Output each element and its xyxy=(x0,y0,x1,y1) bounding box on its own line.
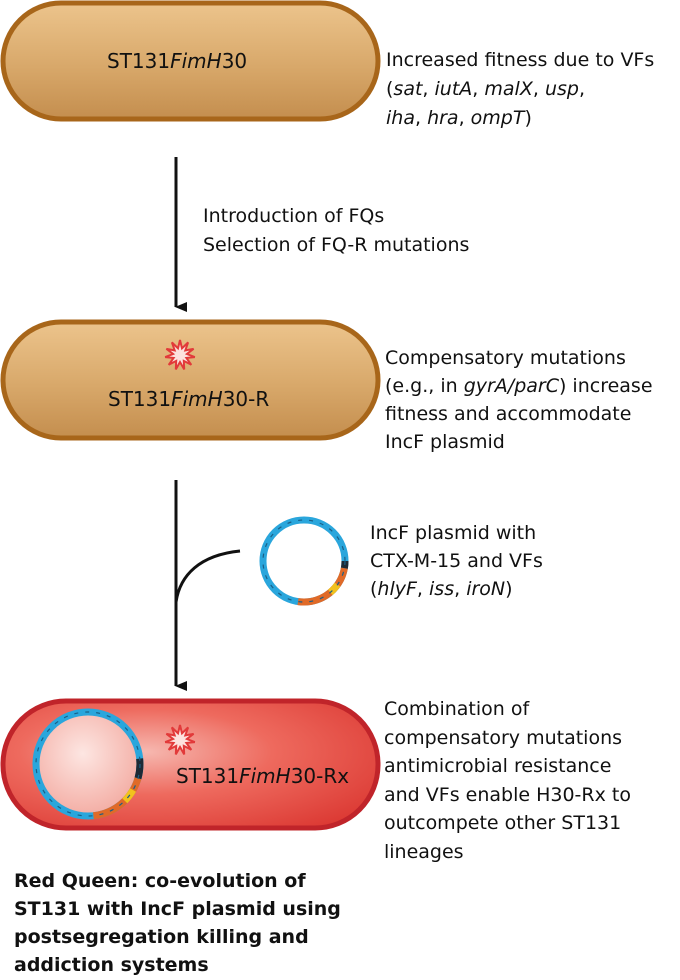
note-introduction-fqs: Introduction of FQs Selection of FQ-R mu… xyxy=(203,205,470,256)
cell-label-st131-fimh30-r: ST131FimH30-R xyxy=(108,387,270,411)
cell-st131-fimh30-r xyxy=(0,319,381,441)
burst-star-icon xyxy=(164,724,196,755)
note-incf-plasmid: IncF plasmid with CTX-M-15 and VFs (hlyF… xyxy=(370,522,543,600)
note-combination: Combination of compensatory mutations an… xyxy=(384,698,631,863)
note-compensatory-mutations: Compensatory mutations (e.g., in gyrA/pa… xyxy=(385,347,653,453)
cell-st131-fimh30 xyxy=(0,0,381,122)
note-increased-fitness: Increased fitness due to VFs (sat, iutA,… xyxy=(386,49,655,129)
plasmid-ring-icon xyxy=(32,708,144,820)
cell-label-st131-fimh30-rx: ST131FimH30-Rx xyxy=(176,764,350,788)
note-red-queen: Red Queen: co-evolution of ST131 with In… xyxy=(14,870,341,976)
plasmid-joining-curve xyxy=(174,549,241,603)
cell-label-st131-fimh30: ST131FimH30 xyxy=(107,49,248,73)
plasmid-ring-icon xyxy=(259,516,349,606)
burst-star-icon xyxy=(164,339,196,370)
